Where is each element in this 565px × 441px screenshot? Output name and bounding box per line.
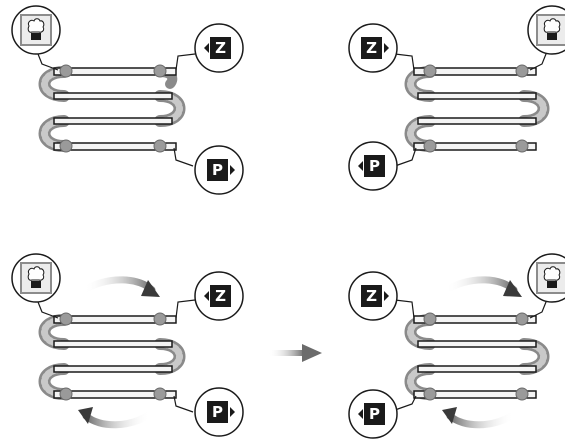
p-label-box: P: [348, 389, 398, 439]
arrow-right-icon: [230, 165, 235, 175]
z-label-box: Z: [348, 271, 398, 321]
arrow-left-icon: [358, 161, 363, 171]
arrow-right-icon: [384, 291, 389, 301]
rails: [53, 67, 177, 151]
heating-coil: [404, 66, 550, 152]
heating-coil: [404, 314, 550, 400]
panel-bottom-right: Z P: [348, 253, 565, 439]
p-label-box: P: [194, 387, 244, 437]
z-label-box: Z: [194, 23, 244, 73]
p-label-box: P: [348, 141, 398, 191]
thermostat-icon: [527, 5, 565, 55]
panel-top-right: Z P: [348, 5, 565, 191]
z-label: Z: [366, 39, 377, 57]
heating-coil: [38, 66, 186, 152]
rotate-arrow-icon: [442, 407, 518, 429]
connection-nodes: [423, 312, 529, 401]
connection-nodes: [423, 64, 529, 153]
p-label: P: [212, 403, 223, 421]
p-label-box: P: [194, 145, 244, 195]
arrow-right-icon: [230, 407, 235, 417]
z-label-box: Z: [348, 23, 398, 73]
rotate-arrow-icon: [78, 407, 154, 429]
thermostat-icon: [11, 253, 61, 303]
panel-top-left: Z P: [11, 5, 244, 195]
rails: [53, 315, 177, 399]
z-label: Z: [366, 287, 377, 305]
p-label: P: [212, 161, 223, 179]
panel-bottom-left: Z P: [11, 253, 244, 437]
heating-coil: [38, 314, 186, 400]
p-label: P: [369, 157, 380, 175]
connection-nodes: [59, 64, 167, 153]
transition-arrow: [268, 344, 322, 362]
thermostat-icon: [527, 253, 565, 303]
rails: [413, 315, 537, 399]
rails: [413, 67, 537, 151]
arrow-left-icon: [204, 43, 209, 53]
z-label: Z: [215, 287, 226, 305]
connection-nodes: [59, 312, 167, 401]
arrow-left-icon: [204, 291, 209, 301]
rotate-arrow-icon: [80, 276, 160, 297]
arrow-left-icon: [358, 409, 363, 419]
rotate-arrow-icon: [442, 276, 522, 297]
thermostat-icon: [11, 5, 61, 55]
p-label: P: [369, 405, 380, 423]
z-label: Z: [215, 39, 226, 57]
z-label-box: Z: [194, 271, 244, 321]
arrow-right-icon: [384, 43, 389, 53]
